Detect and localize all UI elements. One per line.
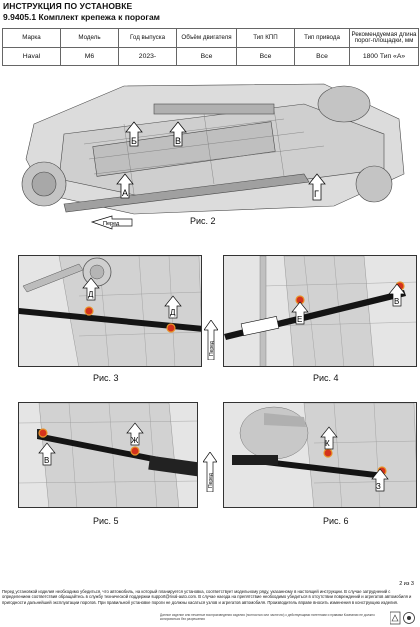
- page-number: 2 из 3: [399, 581, 414, 587]
- certification-logos: [389, 611, 416, 625]
- fig2-label-a: А: [122, 188, 128, 198]
- forward-arrow: Перед: [90, 215, 133, 230]
- spec-header: Год выпуска: [118, 28, 177, 48]
- fig2-label-g: Г: [314, 189, 319, 199]
- figure-4-illustration: Е В: [224, 256, 416, 366]
- forward-label: Перед: [103, 221, 120, 227]
- underbody-illustration: Б В А Г Перед: [21, 83, 405, 230]
- figure-6-caption: Рис. 6: [323, 516, 349, 526]
- spec-cell: 1800 Тип «А»: [349, 47, 419, 66]
- fig6-label-k: К: [325, 439, 330, 448]
- forward-label: Перед: [209, 341, 215, 356]
- figure-5-caption: Рис. 5: [93, 516, 119, 526]
- fig2-label-b: Б: [131, 136, 137, 146]
- spec-table: Марка Модель Год выпуска Объём двигателя…: [2, 28, 419, 66]
- forward-label: Перед: [208, 473, 214, 488]
- spec-cell: Все: [294, 47, 350, 66]
- figure-3-illustration: Д Д: [19, 256, 201, 366]
- fig5-label-zh: Ж: [131, 436, 139, 445]
- spec-header: Модель: [60, 28, 119, 48]
- spec-header: Объём двигателя: [176, 28, 237, 48]
- figure-3-caption: Рис. 3: [93, 373, 119, 383]
- spec-cell: Haval: [2, 47, 61, 66]
- figure-5-illustration: В Ж: [19, 403, 197, 507]
- figure-2-underbody: Б В А Г Перед: [4, 64, 416, 246]
- mount-marker: [84, 306, 94, 316]
- footer-disclaimer: Перед установкой изделия необходимо убед…: [2, 589, 412, 605]
- fig6-label-z: З: [376, 482, 381, 491]
- spec-header: Марка: [2, 28, 61, 48]
- fig3-label-d1: Д: [88, 290, 94, 299]
- spec-header: Тип привода: [294, 28, 350, 48]
- forward-arrow-vertical-upper: Перед: [204, 320, 218, 360]
- spec-header: Рекомендуемая длина порог-площадки, мм: [349, 28, 419, 48]
- figure-6-panel: К З: [223, 402, 417, 508]
- spec-cell: Все: [236, 47, 295, 66]
- mount-marker: [166, 323, 176, 333]
- spec-value-row: Haval M6 2023- Все Все Все 1800 Тип «А»: [2, 47, 419, 66]
- fig3-label-d2: Д: [170, 308, 176, 317]
- kit-title: 9.9405.1 Комплект крепежа к порогам: [3, 12, 160, 22]
- mount-arrows: [116, 121, 326, 201]
- mount-marker: [38, 428, 48, 438]
- figure-3-panel: Д Д: [18, 255, 202, 367]
- spec-cell: Все: [176, 47, 237, 66]
- spec-cell: 2023-: [118, 47, 177, 66]
- figure-4-caption: Рис. 4: [313, 373, 339, 383]
- figure-4-panel: Е В: [223, 255, 417, 367]
- forward-arrow-vertical-lower: Перед: [203, 452, 217, 492]
- sill-bar: [19, 308, 201, 332]
- figure-6-illustration: К З: [224, 403, 416, 507]
- fig4-label-v: В: [394, 297, 399, 306]
- mount-marker: [130, 446, 140, 456]
- spec-header: Тип КПП: [236, 28, 295, 48]
- fig4-label-e: Е: [297, 315, 302, 324]
- cert-mark-icon: [403, 612, 415, 624]
- fig2-label-v: В: [175, 136, 181, 146]
- instruction-title: ИНСТРУКЦИЯ ПО УСТАНОВКЕ: [3, 1, 133, 11]
- figure-5-panel: В Ж: [18, 402, 198, 508]
- spec-header-row: Марка Модель Год выпуска Объём двигателя…: [2, 28, 419, 48]
- fig5-label-v: В: [44, 456, 49, 465]
- recycle-icon: [389, 611, 401, 625]
- mount-marker: [323, 448, 333, 458]
- figure-2-caption: Рис. 2: [190, 216, 216, 226]
- footer-legal: Данное изделие или печатные воспроизведе…: [160, 613, 375, 621]
- spec-cell: M6: [60, 47, 119, 66]
